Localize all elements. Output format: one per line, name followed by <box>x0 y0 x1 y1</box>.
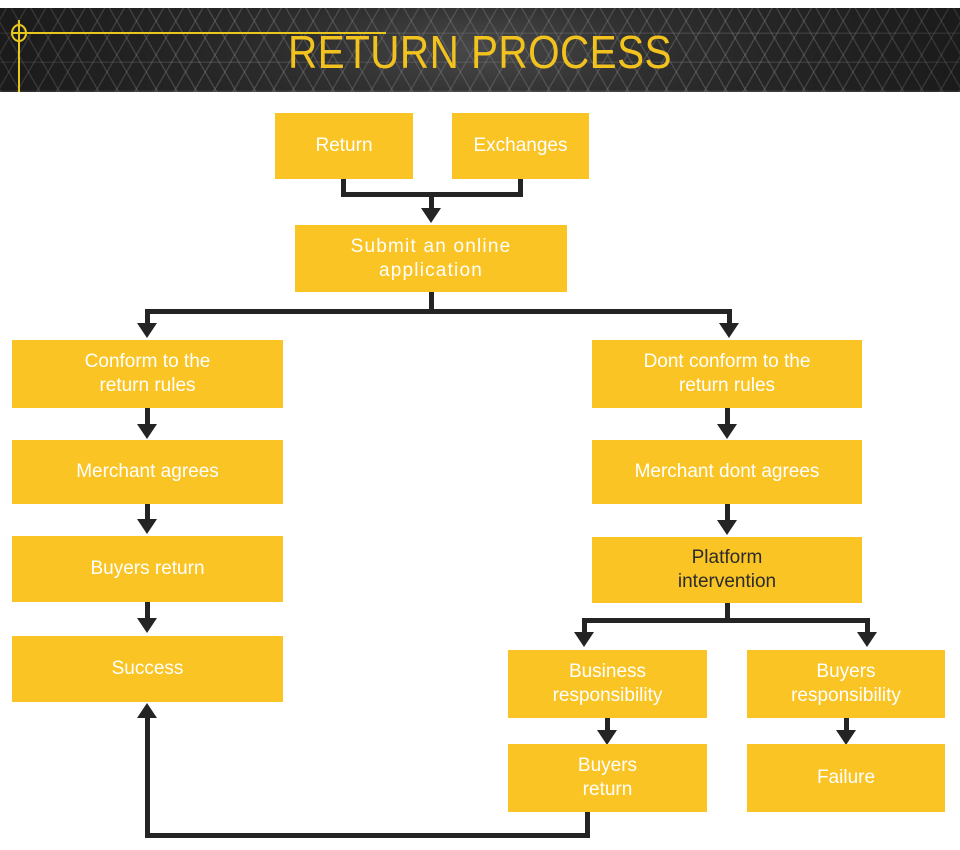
connector-platform-down <box>725 603 730 621</box>
node-conform-to-return-rules[interactable]: Conform to the return rules <box>12 340 283 408</box>
arrowhead-to-dont-conform <box>719 323 739 338</box>
node-exchanges[interactable]: Exchanges <box>452 113 589 179</box>
connector-feedback-down <box>585 812 590 838</box>
connector-buyers-return-to-success <box>145 602 150 619</box>
arrowhead-to-business-responsibility <box>574 632 594 647</box>
header-accent-horizontal-line <box>12 32 386 34</box>
connector-business-to-buyers-return <box>605 718 610 732</box>
connector-feedback-up <box>145 718 150 838</box>
connector-buyers-responsibility-to-failure <box>844 718 849 732</box>
connector-submit-down <box>429 292 434 314</box>
node-merchant-dont-agrees[interactable]: Merchant dont agrees <box>592 440 862 504</box>
arrowhead-to-buyers-return-left <box>137 519 157 534</box>
node-buyers-return-right[interactable]: Buyers return <box>508 744 707 812</box>
connector-split-right-down <box>727 309 732 325</box>
arrowhead-to-merchant-agrees <box>137 424 157 439</box>
connector-merchant-dont-agrees-to-platform <box>725 504 730 521</box>
header-accent-vertical-line <box>18 20 20 92</box>
header-accent-circle-icon <box>11 24 27 42</box>
connector-split-horizontal <box>145 309 732 314</box>
arrowhead-to-conform <box>137 323 157 338</box>
node-success[interactable]: Success <box>12 636 283 702</box>
node-failure[interactable]: Failure <box>747 744 945 812</box>
arrowhead-to-buyers-responsibility <box>857 632 877 647</box>
header-vignette <box>0 8 960 92</box>
node-buyers-return-left[interactable]: Buyers return <box>12 536 283 602</box>
arrowhead-to-merchant-dont-agrees <box>717 424 737 439</box>
arrowhead-to-submit <box>421 208 441 223</box>
connector-split-left-down <box>145 309 150 325</box>
header-banner: RETURN PROCESS <box>0 8 960 92</box>
arrowhead-feedback-to-success <box>137 703 157 718</box>
connector-dont-conform-to-merchant-dont-agrees <box>725 408 730 425</box>
node-business-responsibility[interactable]: Business responsibility <box>508 650 707 718</box>
node-buyers-responsibility[interactable]: Buyers responsibility <box>747 650 945 718</box>
node-dont-conform-to-return-rules[interactable]: Dont conform to the return rules <box>592 340 862 408</box>
connector-platform-split-right-down <box>865 618 870 633</box>
arrowhead-to-platform-intervention <box>717 520 737 535</box>
node-submit-application[interactable]: Submit an online application <box>295 225 567 292</box>
connector-merchant-agrees-to-buyers-return <box>145 504 150 520</box>
node-merchant-agrees[interactable]: Merchant agrees <box>12 440 283 504</box>
connector-conform-to-merchant-agrees <box>145 408 150 425</box>
header-lattice-pattern <box>0 8 960 92</box>
arrowhead-to-failure <box>836 730 856 745</box>
page-title: RETURN PROCESS <box>287 26 673 78</box>
node-return[interactable]: Return <box>275 113 413 179</box>
connector-exchanges-down <box>518 179 523 197</box>
connector-return-down <box>341 179 346 197</box>
connector-feedback-horizontal <box>145 833 590 838</box>
arrowhead-to-buyers-return-right <box>597 730 617 745</box>
connector-platform-split-left-down <box>582 618 587 633</box>
connector-platform-split-horizontal <box>582 618 870 623</box>
node-platform-intervention[interactable]: Platform intervention <box>592 537 862 603</box>
arrowhead-to-success <box>137 618 157 633</box>
connector-merge-to-submit <box>429 192 434 210</box>
